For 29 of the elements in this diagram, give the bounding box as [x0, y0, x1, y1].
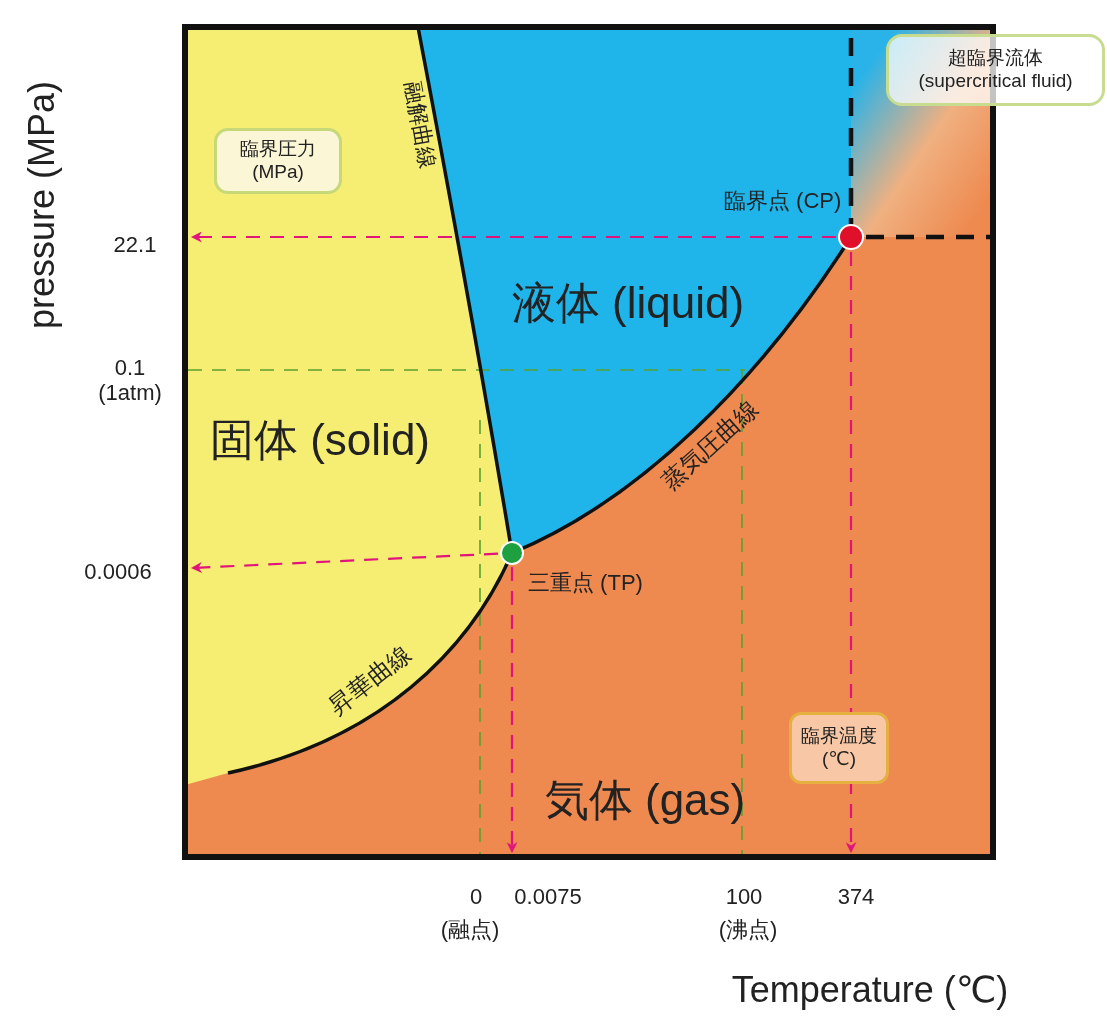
- dashed-arrow: [845, 252, 857, 854]
- region-label: 固体 (solid): [210, 414, 430, 466]
- callout-text: 臨界圧力 (MPa): [239, 138, 317, 184]
- axis-title: pressure (MPa): [21, 80, 63, 330]
- curve-label: 昇華曲線: [323, 639, 417, 721]
- callout-box: [886, 34, 1105, 106]
- curve-label: 蒸気圧曲線: [656, 394, 764, 496]
- point-label: 臨界点 (CP): [724, 188, 842, 214]
- curve-label: 融解曲線: [399, 79, 441, 171]
- dashed-arrow: [190, 231, 836, 243]
- tick-label: 0.0006: [84, 559, 152, 585]
- point-label: 三重点 (TP): [528, 570, 643, 596]
- axis-title: Temperature (℃): [731, 969, 1009, 1011]
- tick-label: 100: [725, 884, 763, 910]
- tick-label: 0.0075: [514, 884, 582, 910]
- dashed-arrow: [190, 552, 499, 574]
- tick-label: 374: [837, 884, 875, 910]
- tick-label: (融点): [440, 917, 500, 943]
- region-label: 気体 (gas): [544, 774, 746, 826]
- tick-label: (沸点): [718, 917, 778, 943]
- callout-box: [789, 712, 889, 784]
- region-label: 液体 (liquid): [511, 277, 745, 329]
- callout-box: [214, 128, 342, 194]
- tick-label: 0.1 (1atm): [97, 354, 163, 406]
- callout-text: 超臨界流体 (supercritical fluid): [917, 47, 1074, 93]
- callout-text: 臨界温度 (℃): [800, 725, 878, 771]
- dashed-arrow: [506, 567, 518, 854]
- tick-label: 22.1: [113, 232, 157, 258]
- tick-label: 0: [469, 884, 483, 910]
